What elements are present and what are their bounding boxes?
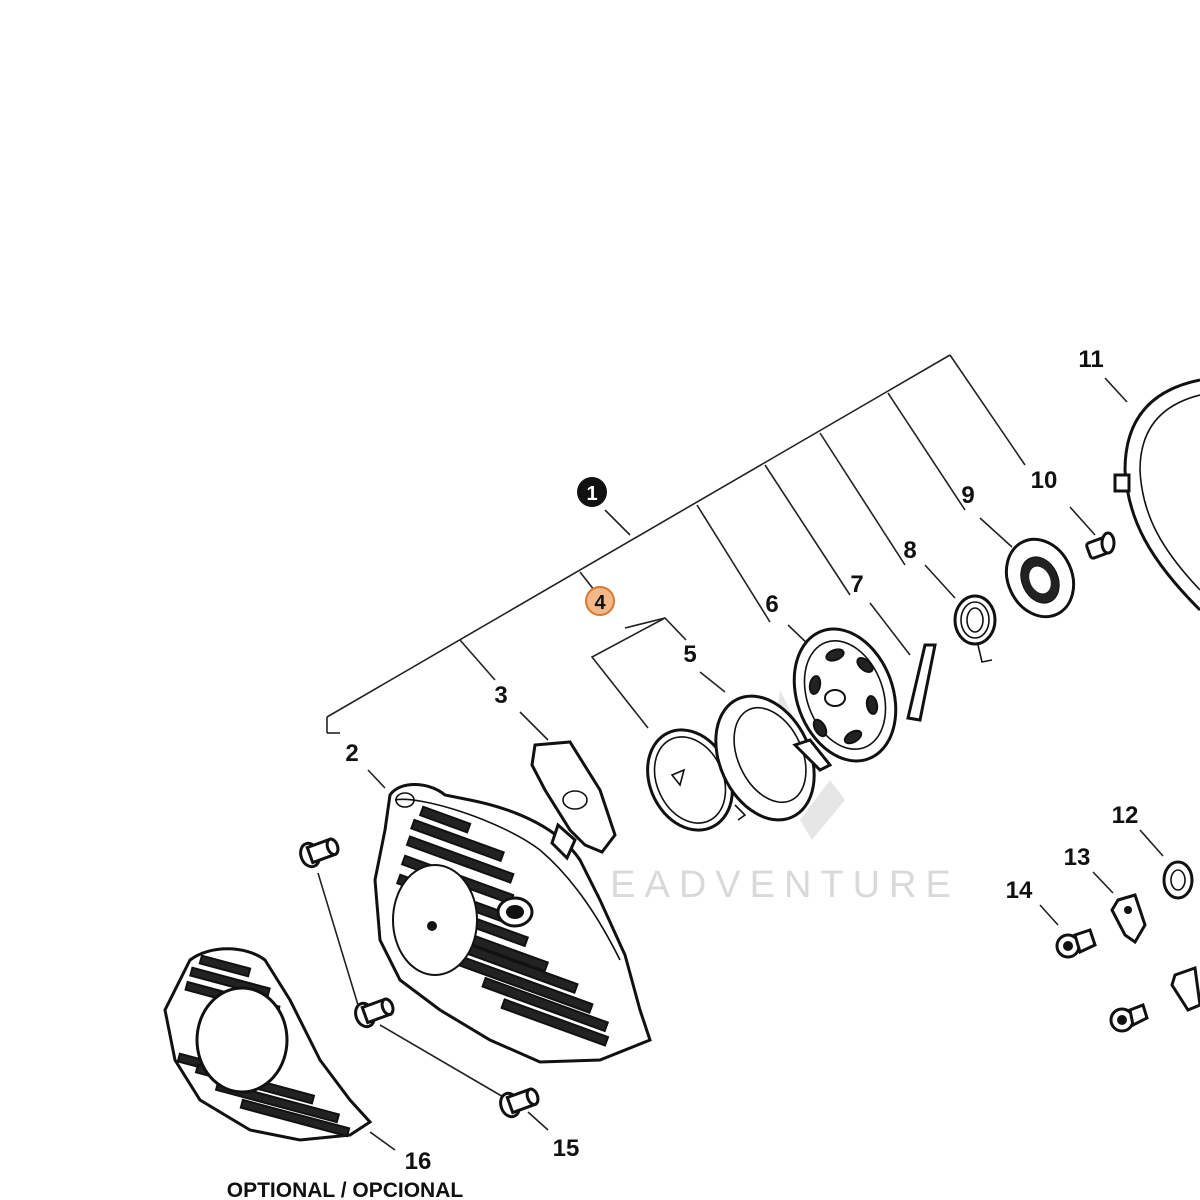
leader-2 [367,769,386,789]
part-pawl [1110,893,1200,1012]
leader-7 [764,464,851,596]
callout-4-highlighted[interactable]: 4 [585,586,615,616]
callout-8: 8 [903,537,916,564]
svg-text:4: 4 [594,592,606,614]
leader-8 [819,432,906,566]
callout-3: 3 [494,682,507,709]
part-torsion-spring [953,594,997,663]
callouts: 1 4 2 3 5 6 7 8 9 10 11 12 13 14 15 16 O… [227,346,1139,1200]
leader-12 [1139,829,1164,857]
part-bolt-15 [299,837,540,1119]
callout-10: 10 [1031,467,1058,494]
optional-note: OPTIONAL / OPCIONAL [227,1179,464,1200]
callout-5: 5 [683,641,696,668]
svg-text:1: 1 [586,483,597,505]
leader-1 [604,509,631,536]
part-cover-ring [1113,378,1200,612]
callout-11: 11 [1078,346,1103,373]
callout-9: 9 [961,482,974,509]
callout-15: 15 [553,1135,580,1162]
leader-15b [379,1024,506,1099]
leader-3 [459,639,496,681]
part-optional-cover [163,947,373,1142]
callout-13: 13 [1064,844,1091,871]
leader-9 [887,392,966,511]
part-screw-10 [1085,531,1116,560]
leader-13 [1092,871,1114,894]
bracket-4 [624,617,687,641]
part-starter-housing [373,783,652,1064]
part-rope-pulley [792,627,898,772]
leader-14 [1039,904,1059,926]
leader-10 [949,354,1026,466]
leader-11 [1104,377,1128,403]
leader-16 [369,1131,396,1151]
part-spring-case [714,694,816,822]
leader-6 [696,504,771,623]
callout-1: 1 [577,477,607,507]
callout-16: 16 [405,1148,432,1175]
part-starter-rope [906,643,937,722]
leader-15a [317,872,359,1006]
callout-12: 12 [1112,802,1139,829]
part-screw-14 [1055,928,1149,1033]
callout-7: 7 [850,571,863,598]
part-starter-handle [530,740,617,861]
watermark-text: LEADVENTURE [580,864,960,906]
part-ratchet [1004,537,1076,619]
callout-2: 2 [345,740,358,767]
part-spring-12 [1162,860,1194,900]
leader-5 [699,671,726,693]
callout-6: 6 [765,591,778,618]
callout-14: 14 [1006,877,1033,904]
part-recoil-spring [646,728,734,832]
bracket-main-line [326,354,951,718]
